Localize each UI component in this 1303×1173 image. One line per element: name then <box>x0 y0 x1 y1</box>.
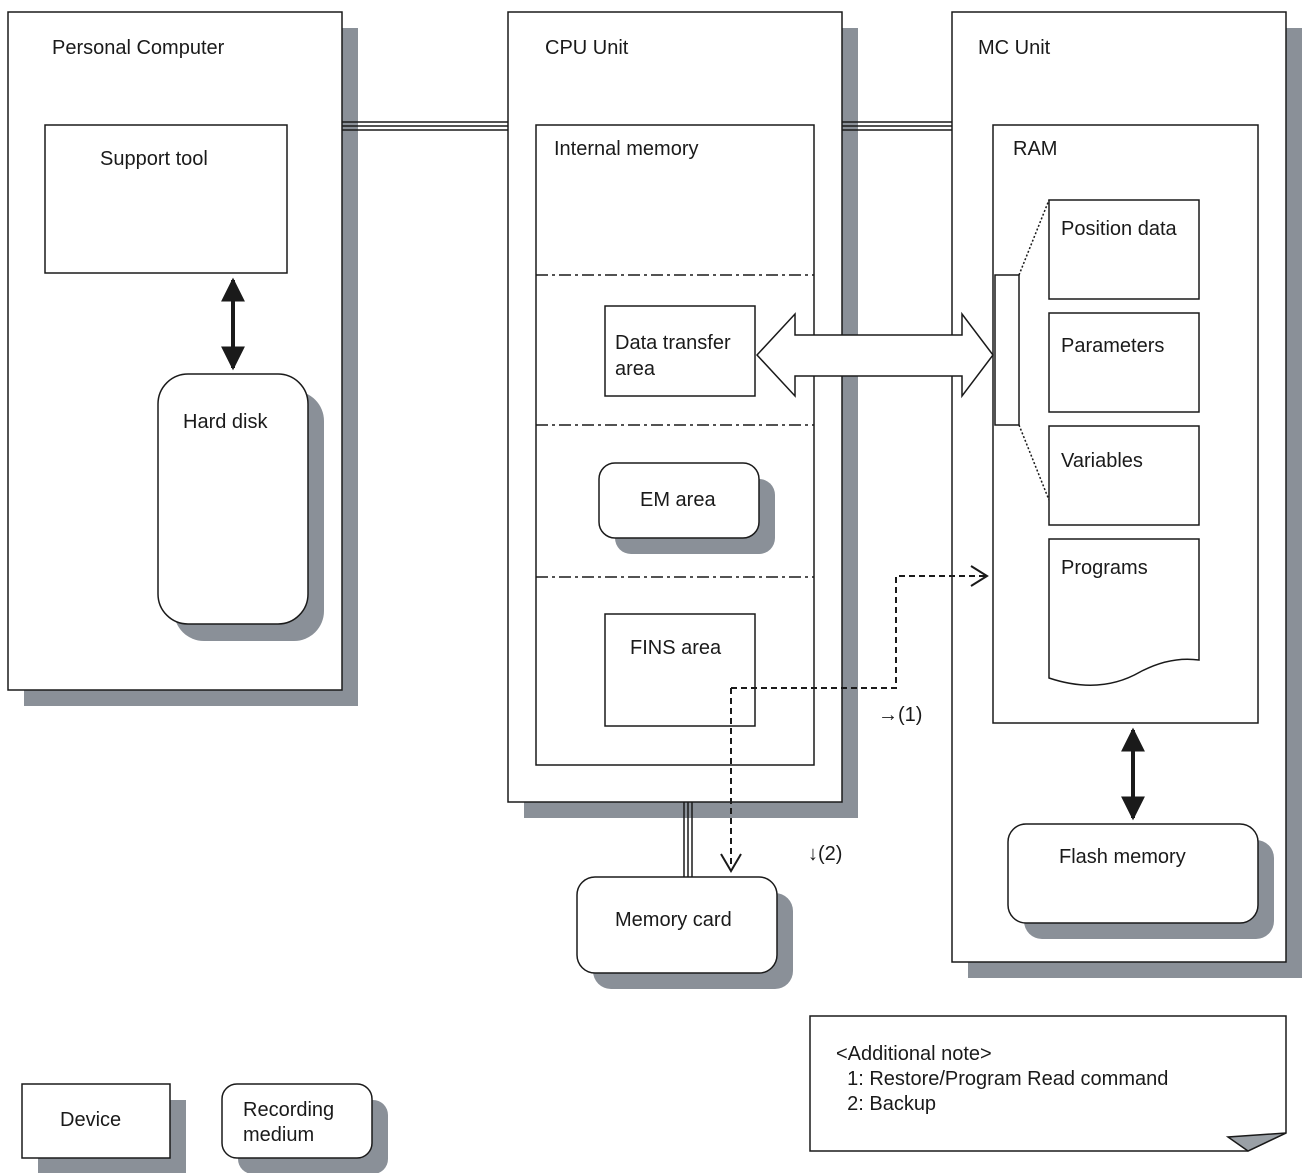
variables-label: Variables <box>1061 450 1143 472</box>
data-transfer-area-label-line2: area <box>615 358 656 380</box>
ram-fan-line-top <box>1018 199 1050 276</box>
ram-fan-line-bottom <box>1018 424 1050 501</box>
programs-label: Programs <box>1061 557 1148 579</box>
restore-flow-path <box>731 575 985 689</box>
position-data-box <box>1048 199 1200 300</box>
em-area-box <box>598 462 760 539</box>
data-transfer-area-box <box>604 305 756 397</box>
flash-memory-box <box>1007 823 1259 924</box>
legend-recording-label-line1: Recording <box>243 1099 334 1121</box>
hard-disk-label: Hard disk <box>183 411 268 433</box>
em-area-label: EM area <box>640 489 716 511</box>
variables-box <box>1048 425 1200 526</box>
parameters-label: Parameters <box>1061 335 1164 357</box>
support-tool-box <box>44 124 288 274</box>
restore-flow-arrowhead <box>970 565 989 587</box>
hard-disk-box <box>157 373 309 625</box>
mc-unit-title: MC Unit <box>978 37 1051 59</box>
memory-card-label: Memory card <box>615 909 732 931</box>
memory-card-box <box>576 876 778 974</box>
ram-label: RAM <box>1013 138 1057 160</box>
data-transfer-double-arrow <box>755 311 994 399</box>
note-line-2: 2: Backup <box>836 1093 936 1115</box>
cpu-mc-link <box>842 121 952 131</box>
legend-recording-box <box>221 1083 373 1159</box>
ram-connector-bar <box>994 274 1020 426</box>
note-title: <Additional note> <box>836 1043 992 1065</box>
backup-flow-arrowhead <box>720 853 742 873</box>
flash-memory-label: Flash memory <box>1059 846 1186 868</box>
fins-area-box <box>604 613 756 727</box>
programs-document-shape <box>1048 538 1200 686</box>
internal-memory-label: Internal memory <box>554 138 699 160</box>
cpu-unit-title: CPU Unit <box>545 37 629 59</box>
legend-recording-label-line2: medium <box>243 1124 314 1146</box>
support-tool-label: Support tool <box>100 148 208 170</box>
pc-cpu-link <box>342 121 508 131</box>
backup-flow-label: ↓(2) <box>808 843 842 865</box>
note-line-1: 1: Restore/Program Read command <box>836 1068 1168 1090</box>
legend-device-box <box>21 1083 171 1159</box>
note-folded-corner <box>1225 1132 1287 1152</box>
pc-unit-title: Personal Computer <box>52 37 225 59</box>
fins-area-label: FINS area <box>630 637 722 659</box>
legend-device-label: Device <box>60 1109 121 1131</box>
data-transfer-area-label-line1: Data transfer <box>615 332 731 354</box>
position-data-label: Position data <box>1061 218 1178 240</box>
restore-flow-label: →(1) <box>878 704 922 726</box>
cpu-memory-card-link <box>683 802 693 877</box>
parameters-box <box>1048 312 1200 413</box>
